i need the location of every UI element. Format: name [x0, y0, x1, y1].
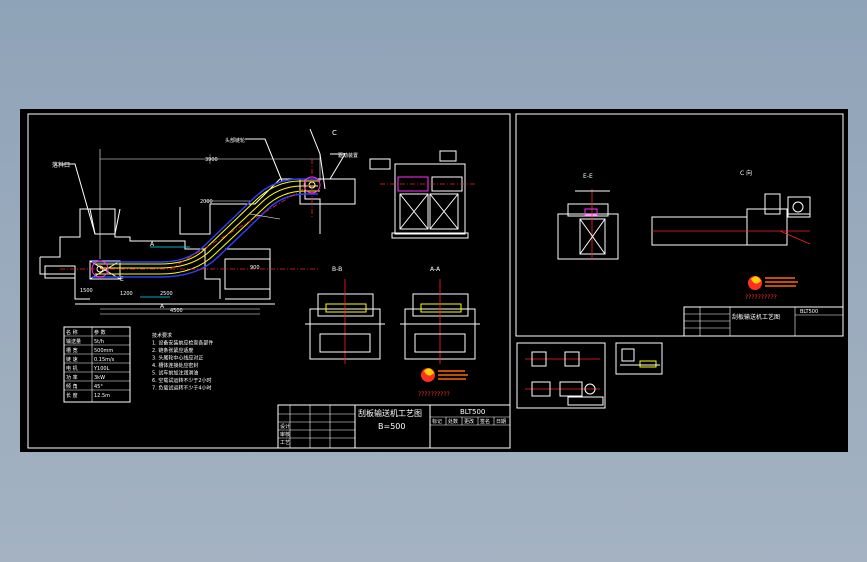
cad-drawing: 落料口 头部链轮 驱动装置 C A A E 3900 2000 1500 250…	[27, 113, 844, 449]
dim-label: 1500	[80, 288, 93, 294]
main-drawing-code: BLT500	[460, 408, 485, 416]
dim-label: 1200	[120, 291, 133, 297]
note-line: 6. 空载试运转不少于2小时	[152, 377, 212, 384]
spec-table-cell: 参 数	[94, 329, 106, 336]
note-line: 1. 设备安装前应检查各部件	[152, 340, 213, 347]
title-block-label: 设计	[280, 423, 290, 430]
spec-table-cell: 槽 宽	[66, 347, 78, 354]
main-drawing-title: 刮板输送机工艺图	[358, 408, 422, 418]
spec-table-cell: 12.5m	[94, 393, 110, 399]
view-c	[651, 193, 811, 246]
note-line: 4. 槽体连接处应密封	[152, 362, 198, 369]
note-line: 3. 头尾轮中心线应对正	[152, 355, 203, 362]
section-mark-c: C	[332, 129, 337, 137]
note-line: 2. 链条张紧应适度	[152, 347, 193, 354]
spec-table-cell: 链 速	[66, 356, 78, 363]
company-logo-2	[748, 276, 798, 290]
thumbnail-frame-2	[615, 342, 663, 375]
second-title-block	[683, 306, 844, 337]
company-logo	[421, 368, 468, 382]
logo-caption: ??????????	[418, 391, 450, 398]
logo-caption-2: ??????????	[745, 294, 777, 301]
dim-label: 4500	[170, 308, 183, 314]
dim-label: 3900	[205, 157, 218, 163]
title-block-col: 处数	[448, 418, 458, 425]
second-drawing-code: BLT500	[800, 309, 818, 315]
dim-label: 2500	[160, 291, 173, 297]
section-e-e	[557, 189, 619, 260]
spec-table-cell: 500mm	[94, 348, 113, 354]
title-block-col: 更改	[464, 418, 474, 425]
thumbnail-2-content	[620, 348, 660, 368]
spec-table-cell: 名 称	[66, 329, 78, 336]
spec-table-cell: Y100L	[93, 366, 110, 372]
spec-table-cell: 45°	[94, 384, 103, 390]
main-drawing-frame	[27, 113, 511, 449]
section-a-a	[400, 279, 480, 364]
second-drawing-title: 刮板输送机工艺图	[732, 313, 780, 321]
spec-table-cell: 3kW	[94, 375, 105, 381]
spec-table-cell: 功 率	[66, 374, 78, 381]
spec-table-cell: 电 机	[66, 365, 78, 372]
spec-table	[63, 326, 131, 403]
callout-head-sprocket: 头部链轮	[225, 137, 245, 144]
callout-drive: 驱动装置	[338, 152, 358, 159]
section-label-b-b: B-B	[332, 266, 342, 273]
title-block-label: 审核	[280, 431, 290, 438]
notes-heading: 技术要求	[152, 332, 172, 339]
section-mark-a-bottom: A	[160, 303, 165, 310]
cad-drawing-sheet: 落料口 头部链轮 驱动装置 C A A E 3900 2000 1500 250…	[20, 109, 848, 452]
note-line: 5. 试车前加注润滑油	[152, 370, 198, 377]
thumbnail-1-content	[525, 351, 604, 406]
section-label-a-a: A-A	[430, 266, 441, 273]
dim-label: 900	[250, 265, 260, 271]
spec-table-cell: 0.15m/s	[94, 357, 115, 363]
section-label-e-e: E-E	[583, 173, 593, 180]
title-block-col: 签名	[480, 418, 490, 425]
callout-hopper: 落料口	[52, 161, 70, 169]
dim-label: 2000	[200, 199, 213, 205]
section-mark-e: E	[120, 276, 124, 283]
spec-table-cell: 输送量	[66, 338, 81, 345]
main-drawing-spec: B=500	[378, 422, 405, 431]
spec-table-cell: 5t/h	[94, 339, 104, 345]
second-drawing-frame	[515, 113, 844, 337]
view-label-c: C 向	[740, 169, 752, 177]
title-block-col: 标记	[432, 418, 442, 425]
title-block-col: 日期	[496, 419, 506, 425]
conveyor-elevation-view	[39, 128, 356, 315]
thumbnail-frame-1	[516, 342, 606, 409]
title-block-label: 工艺	[280, 440, 290, 446]
spec-table-cell: 倾 角	[66, 383, 78, 390]
note-line: 7. 负载试运转不少于4小时	[152, 385, 212, 392]
section-mark-a-top: A	[150, 241, 155, 248]
drive-side-view	[369, 150, 475, 239]
section-b-b	[305, 279, 385, 364]
main-title-block	[277, 404, 511, 449]
spec-table-cell: 长 度	[66, 392, 78, 399]
